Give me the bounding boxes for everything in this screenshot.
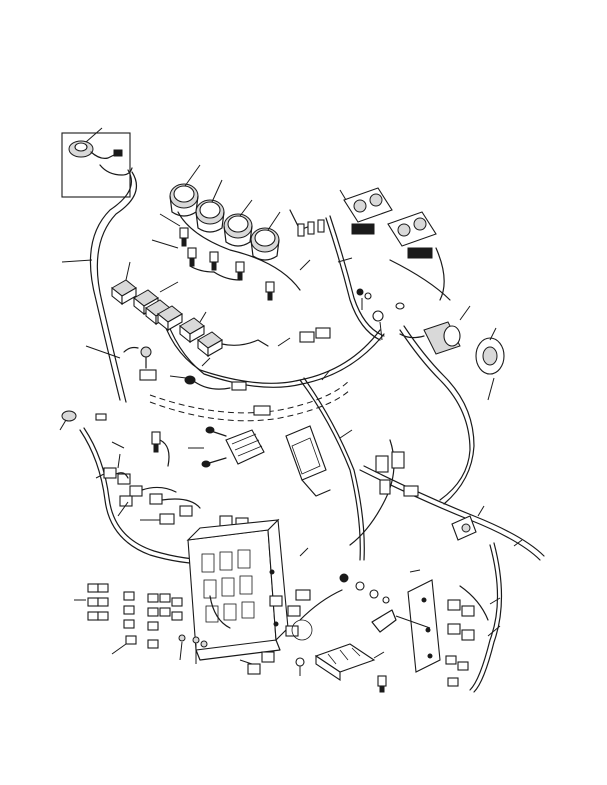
small-components-left [59,259,271,431]
ignition-switch-assembly [399,305,505,401]
lower-hardware-group [239,573,390,676]
main-wiring-harness [79,169,545,693]
fuse-terminal-block [111,426,265,468]
mounting-plate [285,425,331,497]
rocker-switch-group [111,261,269,358]
terminal-strip [314,643,387,693]
horn-assembly-inset [61,127,133,198]
instrument-gauge-cluster [169,164,301,291]
indicator-lamp-group [151,213,275,301]
side-relay-bracket [371,579,501,687]
callout-leaders [201,257,523,573]
sending-unit [451,505,485,541]
loose-relays-left [74,583,208,664]
harness-junction-center [289,209,419,497]
circuit-breaker-group [95,453,249,529]
dual-receptacle-plates [339,187,445,301]
small-hardware-right [356,288,405,341]
relay-mounting-bracket [186,518,289,661]
